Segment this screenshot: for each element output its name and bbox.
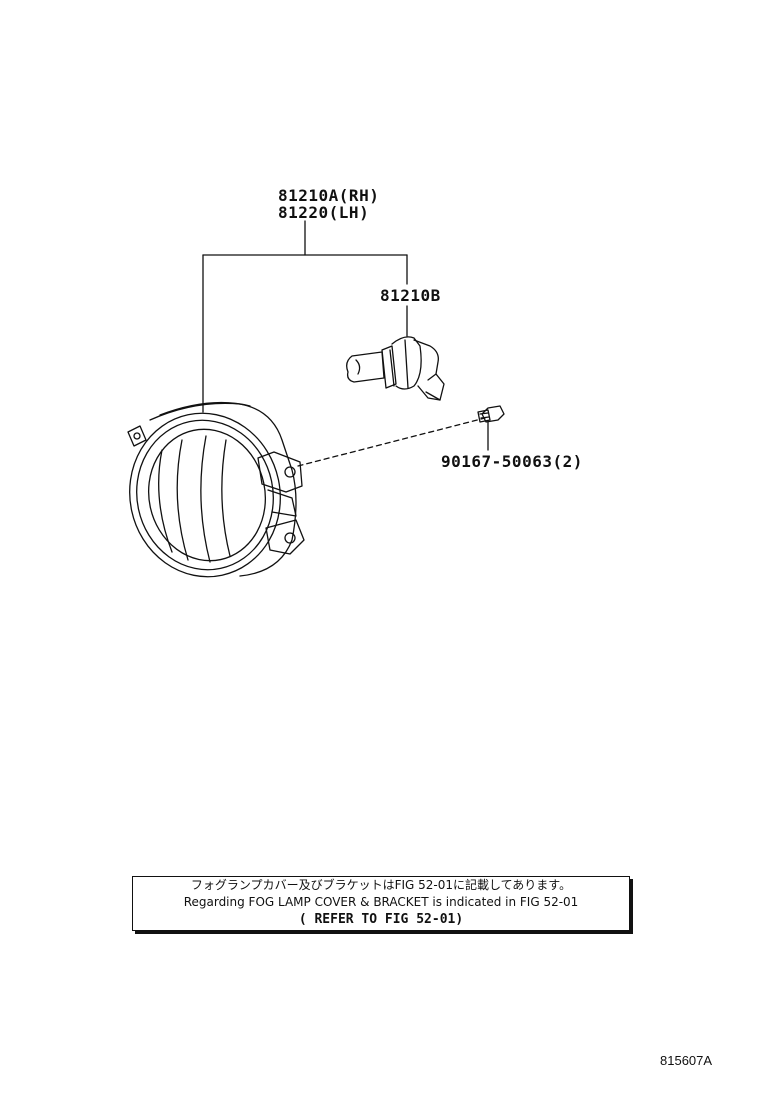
fog-lamp-assembly xyxy=(127,401,305,578)
screw xyxy=(477,405,505,423)
part-number-screw: 90167-50063(2) xyxy=(441,452,583,471)
part-number-lamp-lh: 81220(LH) xyxy=(278,203,370,222)
part-number-bulb: 81210B xyxy=(380,286,441,305)
note-english: Regarding FOG LAMP COVER & BRACKET is in… xyxy=(183,895,579,909)
reference-note: フォグランプカバー及びブラケットはFIG 52-01に記載してあります。 Reg… xyxy=(132,876,630,931)
note-reference: ( REFER TO FIG 52-01) xyxy=(298,912,464,927)
note-japanese: フォグランプカバー及びブラケットはFIG 52-01に記載してあります。 xyxy=(190,878,572,892)
leader-lines xyxy=(202,220,489,467)
figure-code: 815607A xyxy=(660,1053,713,1068)
fog-bulb xyxy=(346,336,445,401)
part-number-lamp-rh: 81210A(RH) xyxy=(278,186,380,205)
